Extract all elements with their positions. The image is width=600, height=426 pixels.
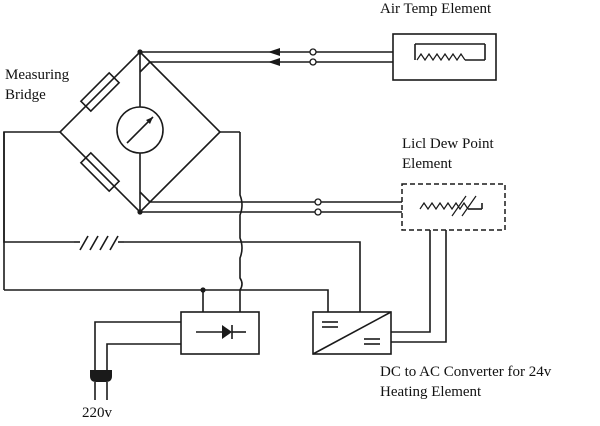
air-temp-label: Air Temp Element	[380, 1, 492, 17]
air-temp-leads	[139, 48, 393, 73]
licl-label-line2: Element	[402, 156, 452, 172]
power-plug	[90, 321, 181, 400]
resistor-zigzag-icon	[74, 235, 124, 251]
measuring-bridge-label-line1: Measuring	[5, 67, 70, 83]
measuring-bridge-label-line2: Bridge	[5, 87, 46, 103]
converter-label-line2: Heating Element	[380, 384, 482, 400]
voltage-label: 220v	[82, 405, 112, 421]
air-temp-element	[392, 33, 497, 81]
converter-label-line1: DC to AC Converter for 24v	[380, 364, 552, 380]
bridge-resistor-upper	[79, 71, 121, 113]
bridge-resistor-lower	[79, 151, 121, 193]
bridge-right-lead	[220, 131, 243, 312]
licl-dew-point-element	[401, 183, 506, 231]
rectifier	[180, 287, 260, 355]
bridge-left-lead	[3, 131, 361, 312]
heater-leads	[391, 230, 447, 343]
licl-label-line1: Licl Dew Point	[402, 136, 494, 152]
galvanometer-icon	[116, 106, 164, 154]
dc-ac-converter	[312, 311, 392, 355]
licl-leads	[139, 191, 402, 216]
measuring-bridge	[58, 49, 222, 215]
